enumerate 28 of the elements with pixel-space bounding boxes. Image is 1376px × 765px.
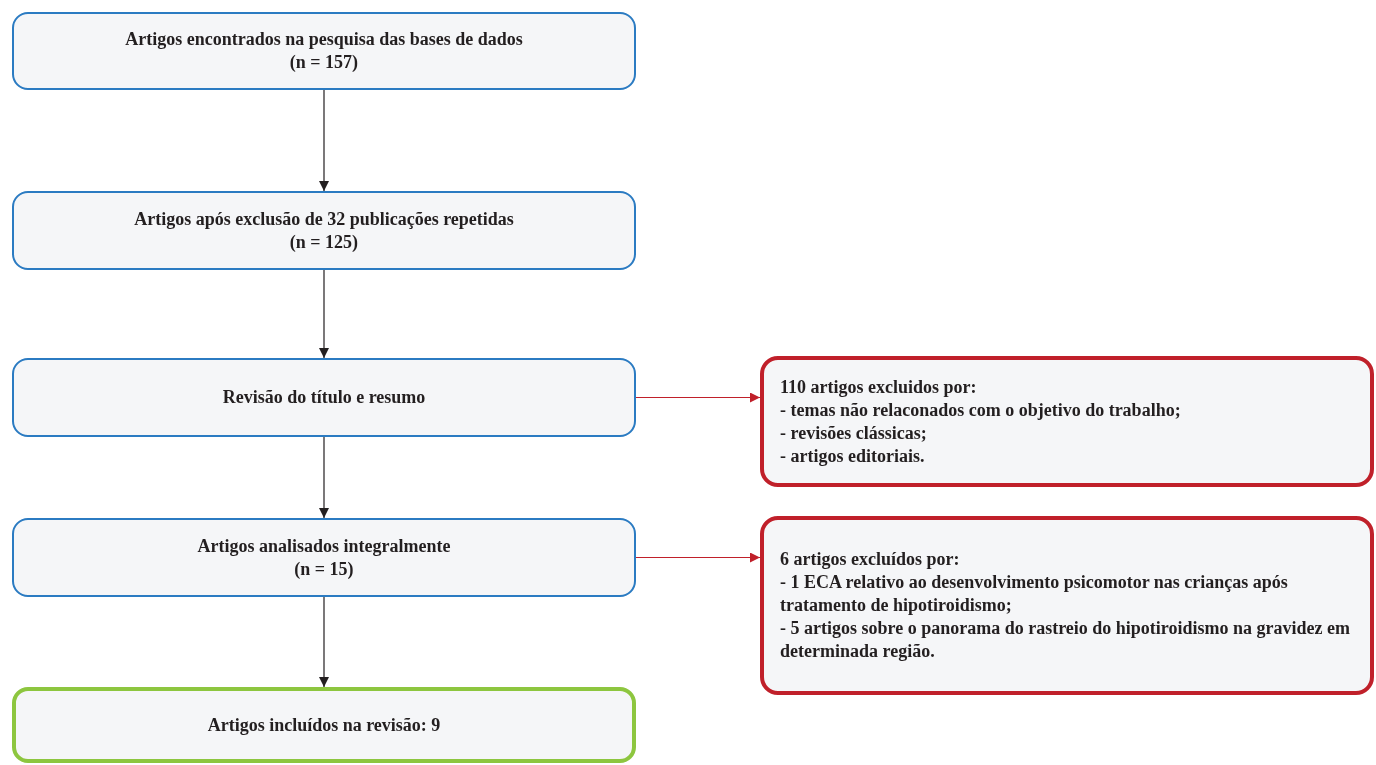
process-box: [12, 12, 636, 90]
exclusion-box: [760, 356, 1374, 487]
box-text: - 5 artigos sobre o panorama do rastreio do hipotiroidismo na gravidez em determinada região.: [780, 617, 1351, 663]
process-box: [12, 518, 636, 597]
arrow: [635, 552, 761, 563]
arrow: [319, 436, 329, 519]
box-text: - artigos editoriais.: [780, 444, 926, 468]
box-text: - revisões clássicas;: [780, 421, 928, 445]
result-box: [12, 687, 636, 763]
box-text: (n = 157): [289, 51, 359, 74]
process-box: [12, 191, 636, 270]
box-text: Artigos encontrados na pesquisa das bases de dados: [125, 28, 523, 51]
box-text: Artigos incluídos na revisão: 9: [207, 713, 441, 737]
box-text: 110 artigos excluidos por:: [780, 375, 978, 399]
box-text: Revisão do título e resumo: [222, 386, 426, 409]
box-text: - 1 ECA relativo ao desenvolvimento psicomotor nas crianças após tratamento de hipotiroidismo;: [780, 571, 1289, 617]
box-text: - temas não relaconados com o objetivo do trabalho;: [780, 398, 1182, 422]
process-box: [12, 358, 636, 437]
box-text: 6 artigos excluídos por:: [780, 548, 961, 571]
box-text: (n = 125): [289, 230, 359, 254]
arrow: [319, 596, 329, 688]
exclusion-box: [760, 516, 1374, 695]
arrow: [319, 269, 329, 359]
arrow: [635, 392, 761, 403]
box-text: Artigos analisados integralmente: [197, 534, 451, 558]
arrow: [319, 89, 329, 192]
box-text: Artigos após exclusão de 32 publicações repetidas: [134, 207, 514, 231]
box-text: (n = 15): [294, 557, 354, 581]
